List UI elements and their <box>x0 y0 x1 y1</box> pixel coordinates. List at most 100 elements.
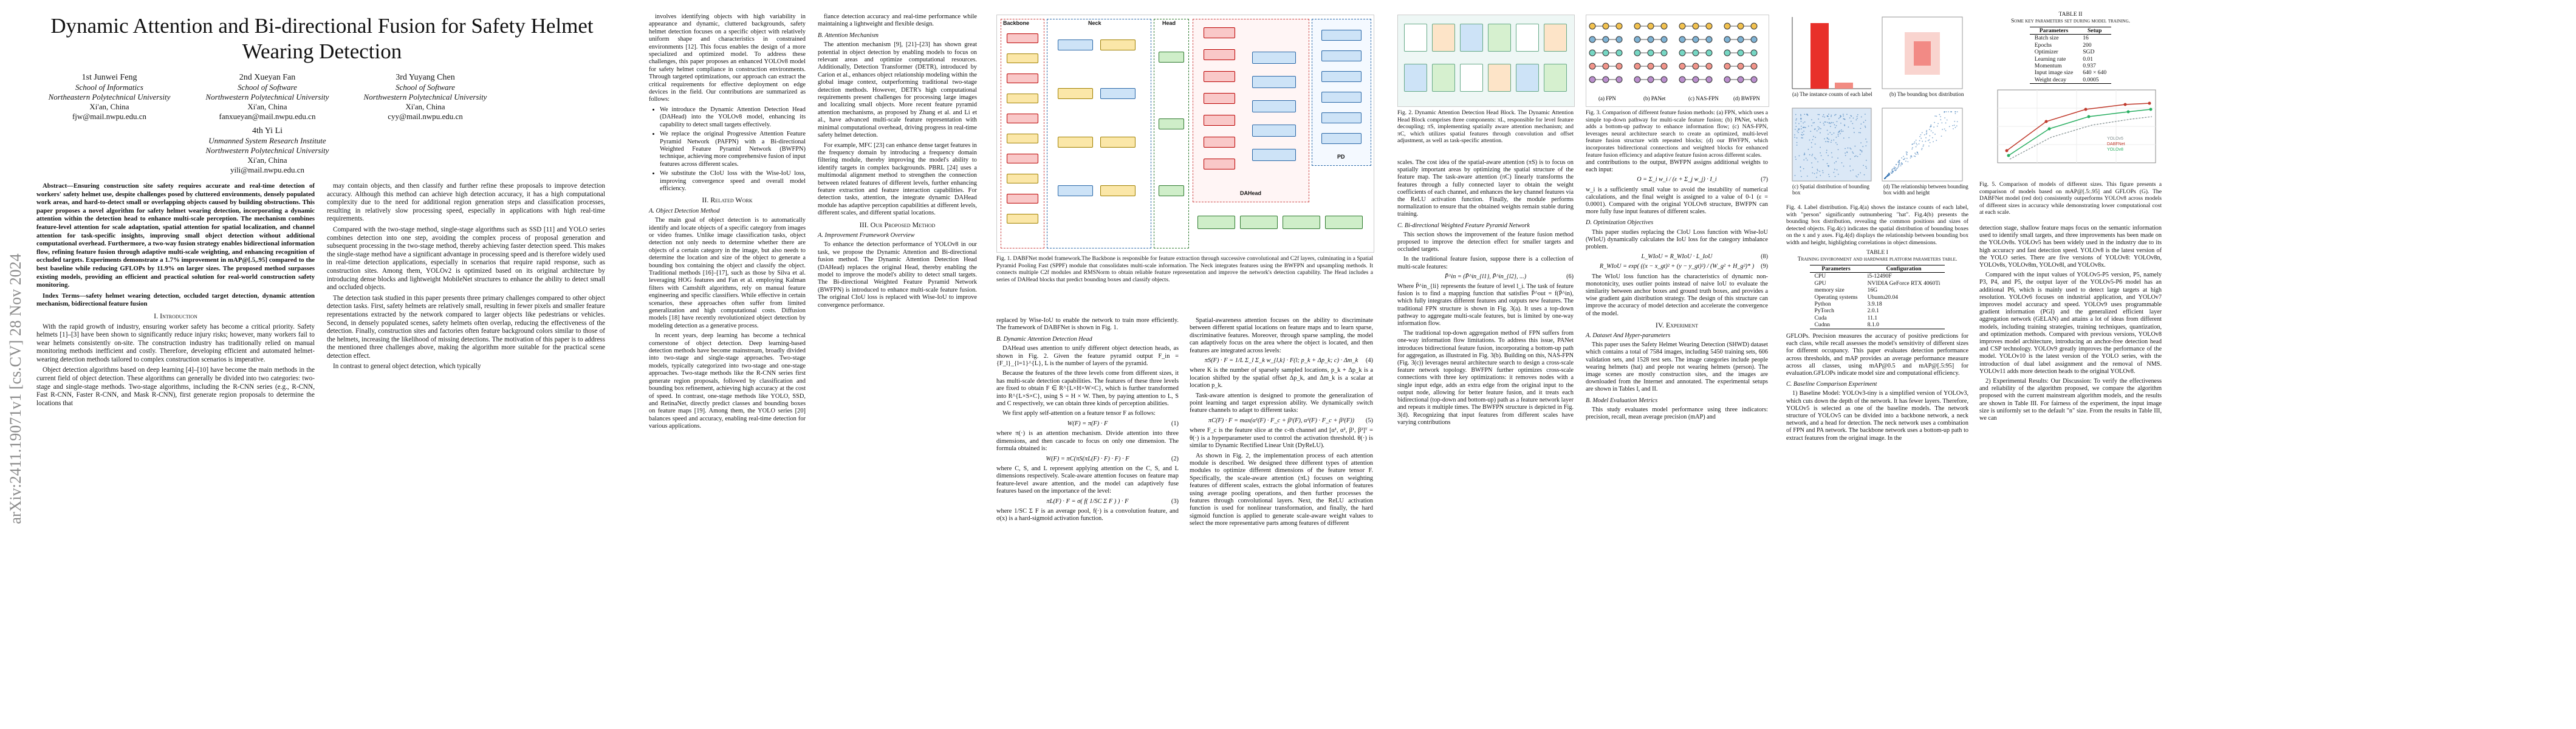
neck-block <box>1058 39 1093 50</box>
figure-3-fusion-comparison: (a) FPN(b) PANet(c) NAS-FPN(d) BWFPN <box>1586 15 1769 107</box>
scatter-point <box>1865 139 1866 140</box>
equation-4: πS(F) · F = 1/L Σ_l Σ_k w_{l,k} · F(l; p… <box>1204 357 1373 364</box>
output-block <box>1197 216 1235 229</box>
body-paragraph: where π(·) is an attention mechanism. Di… <box>996 430 1179 453</box>
table-cell: Ubuntu20.04 <box>1867 293 1899 301</box>
scatter-point <box>1811 155 1813 157</box>
attention-stage-block <box>1516 64 1539 92</box>
scatter-point <box>1806 114 1808 115</box>
feature-node <box>1679 49 1686 56</box>
feature-node <box>1705 22 1713 30</box>
scatter-point <box>1928 139 1930 141</box>
table-2: TABLE II Some key parameters set during … <box>2010 11 2131 84</box>
body-paragraph: may contain objects, and then classify a… <box>327 182 605 223</box>
table-cell: 2.0.1 <box>1867 307 1879 315</box>
feature-node <box>1615 76 1623 83</box>
scatter-point <box>1823 114 1824 115</box>
dahead-conv-block <box>1204 115 1235 126</box>
scatter-point <box>1844 118 1846 120</box>
scatter-point <box>1828 123 1830 124</box>
scatter-point <box>1950 111 1952 112</box>
scatter-point <box>1862 146 1864 148</box>
page-2: involves identifying objects with high v… <box>649 0 989 729</box>
fusion-method-label: (c) NAS-FPN <box>1688 95 1719 101</box>
gridlines <box>1998 90 2156 163</box>
scatter-point <box>1818 128 1820 130</box>
intro-paragraph: With the rapid growth of industry, ensur… <box>36 323 315 363</box>
scatter-point <box>1798 155 1800 157</box>
feature-node <box>1724 49 1731 56</box>
table-cell: 16G <box>1867 287 1878 294</box>
scatter-point <box>1892 171 1894 172</box>
scatter-point <box>1809 139 1810 141</box>
scatter-point <box>1834 124 1835 126</box>
scatter-point <box>1916 144 1918 146</box>
scatter-point <box>1865 126 1866 128</box>
scatter-point <box>1797 132 1799 133</box>
scatter-point <box>1928 145 1930 147</box>
scatter-point <box>1866 141 1868 143</box>
bbox-cluster <box>1905 32 1940 75</box>
scatter-point <box>1803 130 1805 132</box>
scatter-point <box>1931 137 1933 139</box>
page1-left-column: Abstract—Ensuring construction site safe… <box>36 182 315 410</box>
wh-scatter-panel <box>1882 108 1963 182</box>
body-paragraph: The detection task studied in this paper… <box>327 294 605 360</box>
page-1: arXiv:2411.19071v1 [cs.CV] 28 Nov 2024 D… <box>0 0 644 729</box>
scatter-point <box>1921 132 1923 134</box>
table-cell: Learning rate <box>2034 55 2066 63</box>
table-cell: Epochs <box>2034 41 2052 49</box>
series-line-yolov5 <box>2009 116 2153 160</box>
equation-7: O = Σ_i w_i / (ε + Σ_j w_j) · I_i(7) <box>1637 176 1768 183</box>
scatter-point <box>1828 165 1830 166</box>
scatter-point <box>1855 155 1857 157</box>
scatter-point <box>1848 126 1849 128</box>
scatter-point <box>1860 116 1862 118</box>
page5-column-a: GFLOPs. Precision measures the accuracy … <box>1786 333 1968 445</box>
scatter-point <box>1812 172 1814 174</box>
scatter-point <box>1852 117 1854 119</box>
subsection-heading: A. Object Detection Method <box>649 207 720 214</box>
scatter-point <box>1912 143 1914 145</box>
scatter-point <box>1794 137 1795 138</box>
scatter-point <box>1826 115 1828 117</box>
table-cell: Momentum <box>2034 63 2062 70</box>
scatter-point <box>1843 115 1845 117</box>
figure-2-caption: Fig. 2. Dynamic Attention Detection Head… <box>1397 109 1574 145</box>
scatter-point <box>1841 131 1843 132</box>
body-paragraph: 1) Baseline Model: YOLOv3-tiny is a simp… <box>1786 390 1968 442</box>
scatter-point <box>1905 151 1907 153</box>
scatter-point <box>1844 125 1846 126</box>
backbone-block <box>1007 33 1038 43</box>
scatter-point <box>1911 155 1912 157</box>
scatter-point <box>1803 168 1804 169</box>
scatter-point <box>1820 122 1821 123</box>
feature-node <box>1660 49 1668 56</box>
scatter-point <box>1897 166 1899 168</box>
scatter-point <box>1849 158 1851 160</box>
feature-node <box>1615 22 1623 30</box>
scatter-point <box>1800 125 1802 127</box>
intro-paragraph: Object detection algorithms based on dee… <box>36 366 315 407</box>
head-label: Head <box>1162 20 1176 26</box>
scatter-point <box>1805 157 1807 159</box>
scatter-point <box>1917 152 1918 154</box>
feature-node <box>1705 49 1713 56</box>
scatter-point <box>1811 162 1812 164</box>
scatter-point <box>1828 174 1829 176</box>
scatter-point <box>1795 126 1797 128</box>
arxiv-stamp: arXiv:2411.19071v1 [cs.CV] 28 Nov 2024 <box>7 253 24 524</box>
scatter-point <box>1847 147 1849 149</box>
scatter-point <box>1845 148 1846 149</box>
scatter-point <box>1956 125 1958 127</box>
dahead-label: DAHead <box>1240 190 1262 196</box>
scatter-point <box>1913 156 1915 157</box>
scatter-point <box>1806 159 1808 161</box>
section-heading-introduction: I. Introduction <box>154 311 197 320</box>
table-cell: 0.01 <box>2083 55 2093 63</box>
